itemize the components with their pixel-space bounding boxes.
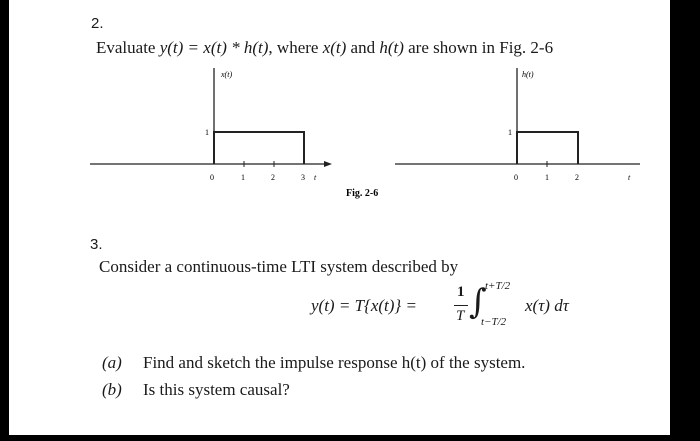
formula-lhs: y(t) = T{x(t)} = <box>311 296 417 315</box>
figure-2-6: x(t) 1 0 1 2 3 t h(t) 1 0 1 2 t Fig. 2-6 <box>90 68 640 199</box>
part-b-text: Is this system causal? <box>143 380 290 399</box>
problem-2-statement: Evaluate y(t) = x(t) * h(t), where x(t) … <box>96 38 553 58</box>
integral-lower-limit: t−T/2 <box>481 316 507 328</box>
part-b-label: (b) <box>102 380 122 399</box>
x-tick-label-0: 0 <box>210 173 214 182</box>
h-plot-ytick: 1 <box>508 128 512 137</box>
h-signal-name: h(t) <box>379 38 404 57</box>
plot-h: h(t) 1 0 1 2 t <box>395 68 640 182</box>
h-plot-xlabel: t <box>628 173 631 182</box>
plot-x: x(t) 1 0 1 2 3 t <box>90 68 332 182</box>
problem-3-intro: Consider a continuous-time LTI system de… <box>99 257 459 276</box>
fraction-numerator: 1 <box>457 284 465 300</box>
x-signal-name: x(t) <box>322 38 347 57</box>
fraction-denominator: T <box>456 308 465 324</box>
x-tick-label-2: 2 <box>271 173 275 182</box>
bottom-border <box>0 435 700 441</box>
problem-3-number: 3. <box>90 236 103 253</box>
problem-2-number: 2. <box>91 15 104 32</box>
part-a: (a) Find and sketch the impulse response … <box>102 353 525 373</box>
h-pulse <box>516 131 579 164</box>
part-a-text: Find and sketch the impulse response h(t… <box>143 353 526 372</box>
part-a-label: (a) <box>102 353 122 372</box>
convolution-expression: y(t) = x(t) * h(t) <box>159 38 269 57</box>
part-b: (b) Is this system causal? <box>102 380 290 400</box>
problem-2-text-prefix: Evaluate <box>96 38 160 57</box>
left-border <box>0 0 9 441</box>
x-plot-ylabel: x(t) <box>220 70 232 79</box>
problem-2-text-suffix: are shown in Fig. 2-6 <box>403 38 554 57</box>
x-tick-label-3: 3 <box>301 173 305 182</box>
x-tick-label-1: 1 <box>241 173 245 182</box>
right-border <box>670 0 700 441</box>
x-plot-xlabel: t <box>314 173 317 182</box>
integral-upper-limit: t+T/2 <box>485 280 511 292</box>
problem-2-text-mid: , where <box>268 38 323 57</box>
x-plot-ytick: 1 <box>205 128 209 137</box>
integral-sign: ∫ <box>469 282 487 322</box>
h-tick-label-2: 2 <box>575 173 579 182</box>
figure-caption: Fig. 2-6 <box>346 188 378 199</box>
problem-2-and: and <box>346 38 380 57</box>
x-pulse <box>213 131 305 164</box>
integrand: x(τ) dτ <box>525 296 569 315</box>
h-plot-ylabel: h(t) <box>522 70 534 79</box>
h-tick-label-0: 0 <box>514 173 518 182</box>
fraction-bar <box>454 305 468 306</box>
x-axis-arrow-left <box>324 161 332 167</box>
system-formula: y(t) = T{x(t)} = 1 T ∫ t+T/2 t−T/2 x(τ) … <box>311 278 621 334</box>
h-tick-label-1: 1 <box>545 173 549 182</box>
